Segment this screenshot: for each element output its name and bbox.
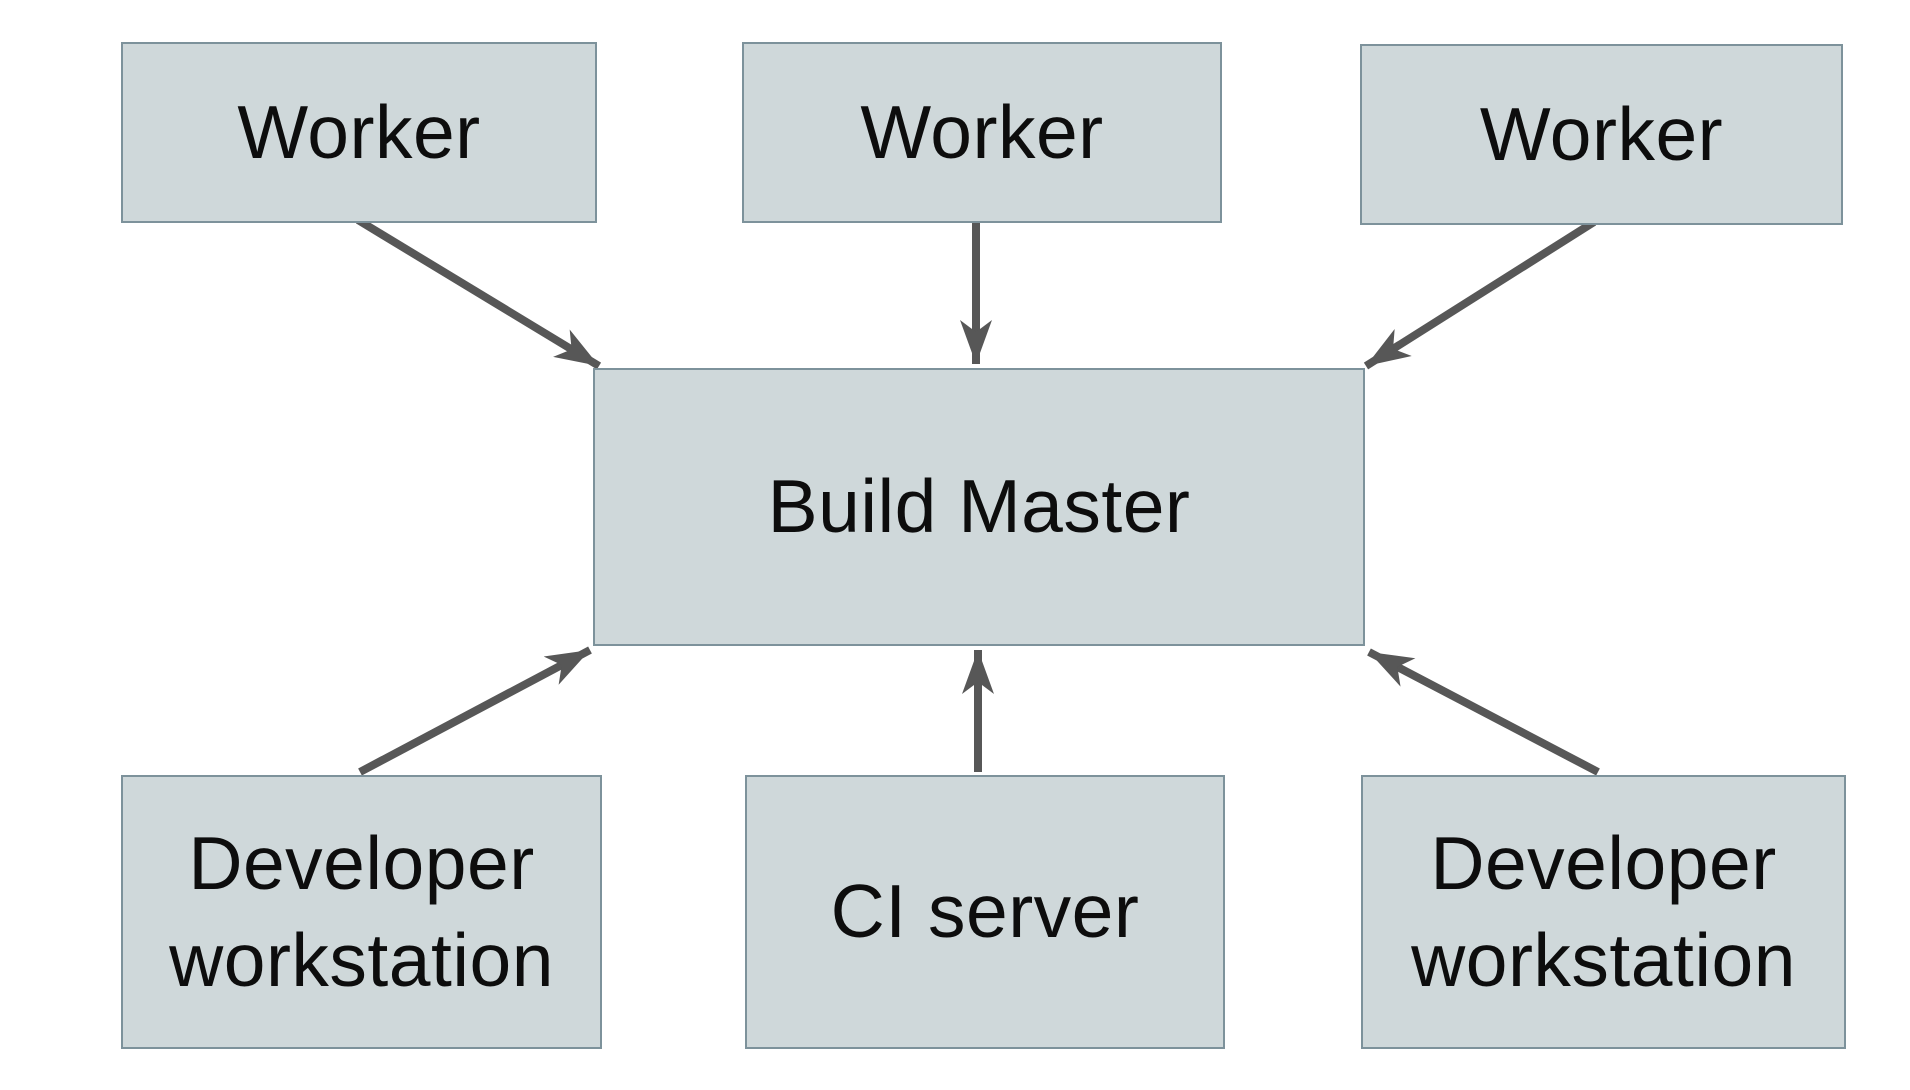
node-developer-workstation-right: Developer workstation bbox=[1361, 775, 1846, 1049]
arrow-dev-left-to-build-master bbox=[358, 646, 592, 776]
node-label: Worker bbox=[1479, 91, 1724, 176]
node-developer-workstation-left: Developer workstation bbox=[121, 775, 602, 1049]
node-label: Worker bbox=[860, 89, 1104, 174]
node-worker-top-center: Worker bbox=[742, 42, 1222, 223]
node-worker-top-left: Worker bbox=[121, 42, 597, 223]
arrow-worker-right-to-build-master bbox=[1363, 218, 1597, 370]
node-label: CI server bbox=[830, 869, 1140, 954]
node-worker-top-right: Worker bbox=[1360, 44, 1843, 225]
node-label: Worker bbox=[237, 89, 481, 174]
arrow-worker-left-to-build-master bbox=[355, 216, 602, 370]
node-ci-server: CI server bbox=[745, 775, 1225, 1049]
arrow-dev-right-to-build-master bbox=[1367, 648, 1600, 776]
node-build-master: Build Master bbox=[593, 368, 1365, 646]
node-label: Developer workstation bbox=[1411, 820, 1796, 1003]
node-label: Build Master bbox=[767, 464, 1191, 549]
node-label: Developer workstation bbox=[169, 820, 554, 1003]
